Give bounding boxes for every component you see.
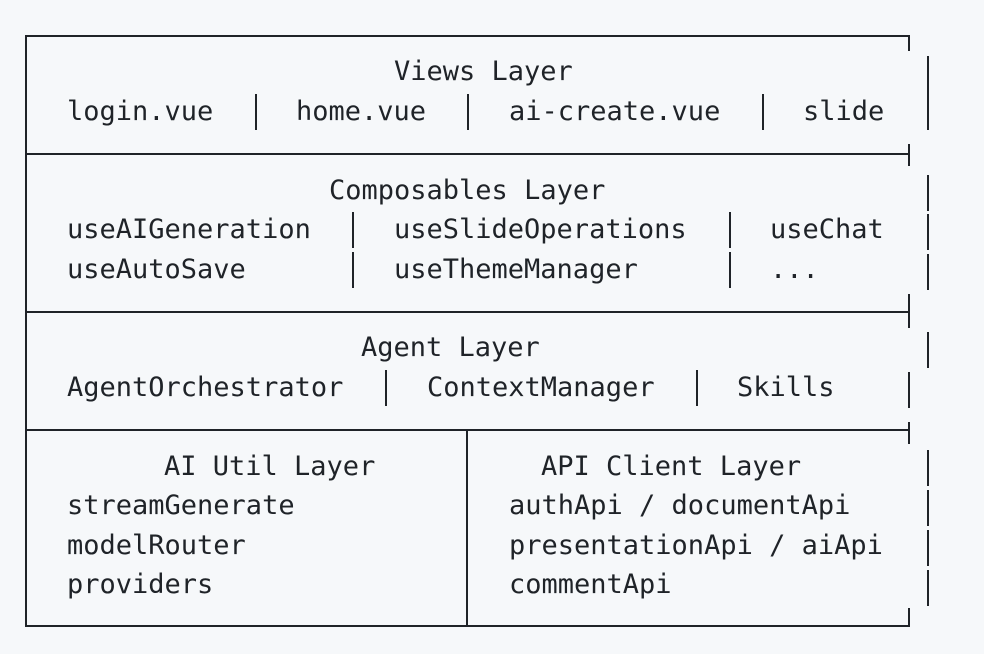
right-border-bottom-1 xyxy=(927,450,929,486)
views-divider-1 xyxy=(255,94,257,130)
right-border-views xyxy=(927,56,929,130)
box-bottom-right-tick xyxy=(908,608,910,627)
right-border-composables-1 xyxy=(927,175,929,211)
agent-item-orchestrator: AgentOrchestrator xyxy=(67,372,344,403)
views-item-home: home.vue xyxy=(296,96,427,127)
separator-composables-agent xyxy=(25,311,910,313)
box-top-border xyxy=(25,35,910,37)
composable-use-chat: useChat xyxy=(770,214,884,245)
right-border-bottom-2 xyxy=(927,490,929,526)
box-top-right-tick xyxy=(908,35,910,51)
views-divider-2 xyxy=(467,94,469,130)
separator-views-composables xyxy=(25,153,910,155)
api-client-layer-title: API Client Layer xyxy=(541,451,802,482)
composable-use-ai-generation: useAIGeneration xyxy=(67,214,311,245)
composables-divider-2b xyxy=(729,252,731,288)
ai-util-stream-generate: streamGenerate xyxy=(67,490,295,521)
composables-layer-title: Composables Layer xyxy=(329,175,606,206)
views-layer-title: Views Layer xyxy=(394,56,573,87)
ai-util-layer-title: AI Util Layer xyxy=(164,451,376,482)
agent-divider-2 xyxy=(696,370,698,406)
right-border-composables-2 xyxy=(927,214,929,250)
separator-tick-2 xyxy=(908,294,910,328)
views-item-ai-create: ai-create.vue xyxy=(509,96,721,127)
separator-tick-1 xyxy=(908,144,910,166)
agent-item-context-manager: ContextManager xyxy=(427,372,655,403)
agent-layer-title: Agent Layer xyxy=(361,332,540,363)
composable-use-theme-manager: useThemeManager xyxy=(394,254,638,285)
api-client-presentation-ai: presentationApi / aiApi xyxy=(509,530,883,561)
agent-divider-1 xyxy=(385,370,387,406)
separator-tick-3 xyxy=(908,422,910,444)
ai-util-providers: providers xyxy=(67,569,214,600)
right-border-agent xyxy=(927,332,929,368)
bottom-column-divider xyxy=(466,429,468,627)
views-item-slide: slide xyxy=(803,96,885,127)
views-divider-3 xyxy=(762,94,764,130)
composable-ellipsis: ... xyxy=(770,254,819,285)
agent-item-skills: Skills xyxy=(737,372,835,403)
composable-use-slide-operations: useSlideOperations xyxy=(394,214,687,245)
composables-divider-1b xyxy=(352,252,354,288)
api-client-comment: commentApi xyxy=(509,569,672,600)
right-border-composables-3 xyxy=(927,254,929,290)
api-client-auth-document: authApi / documentApi xyxy=(509,490,851,521)
views-item-login: login.vue xyxy=(67,96,214,127)
right-border-agent-inner xyxy=(908,372,910,408)
ai-util-model-router: modelRouter xyxy=(67,530,246,561)
box-left-border xyxy=(25,35,27,627)
composable-use-auto-save: useAutoSave xyxy=(67,254,246,285)
right-border-bottom-3 xyxy=(927,530,929,566)
right-border-bottom-4 xyxy=(927,570,929,606)
composables-divider-2a xyxy=(729,212,731,248)
composables-divider-1a xyxy=(352,212,354,248)
